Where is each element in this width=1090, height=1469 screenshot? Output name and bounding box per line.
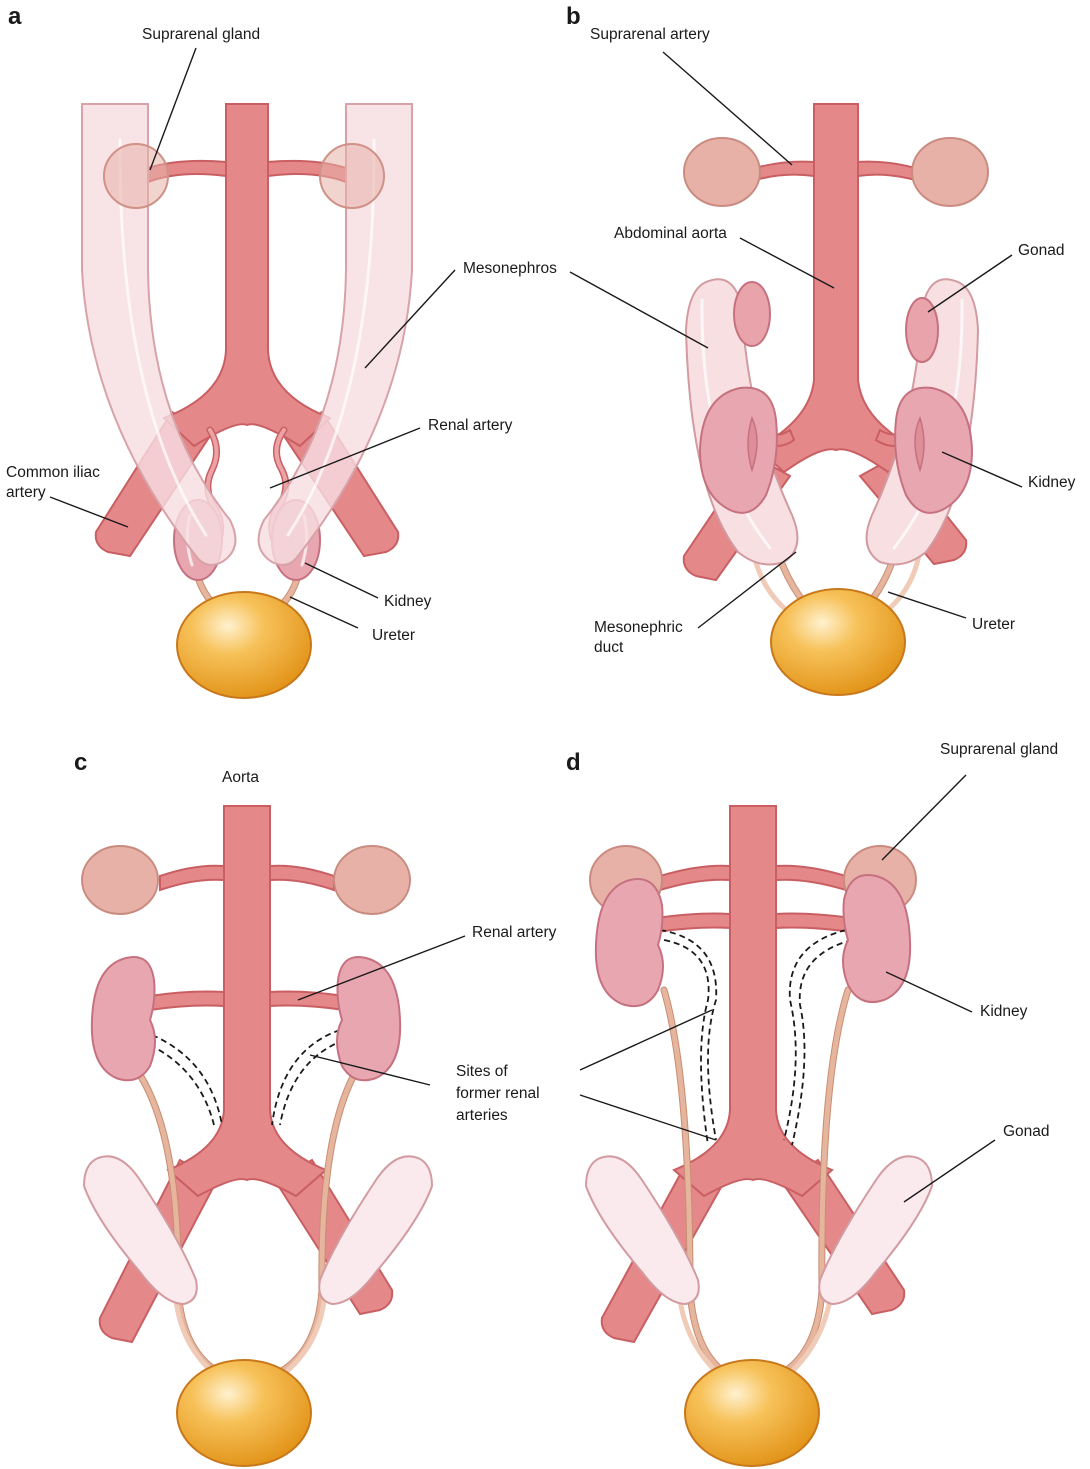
label-sites-line1: Sites of <box>456 1063 508 1080</box>
suprarenal-artery-right-b <box>858 162 915 180</box>
kidney-right-b <box>895 388 972 513</box>
label-common-iliac-line1: Common iliac <box>6 464 100 481</box>
label-kidney-b: Kidney <box>1028 474 1076 491</box>
label-suprarenal-gland-a: Suprarenal gland <box>142 26 260 43</box>
label-sites-line3: arteries <box>456 1107 508 1124</box>
label-renal-artery-a: Renal artery <box>428 417 513 434</box>
label-gonad-b: Gonad <box>1018 242 1065 259</box>
leader-kidney-d <box>886 972 972 1012</box>
gonad-right-b <box>906 298 938 362</box>
panel-letter-b: b <box>566 3 581 30</box>
former-renal-artery-right-2 <box>280 1040 344 1125</box>
label-kidney-a: Kidney <box>384 593 432 610</box>
label-mesonephric-duct-line2: duct <box>594 639 624 656</box>
panel-letter-c: c <box>74 749 87 776</box>
gonad-left-b <box>734 282 770 346</box>
label-gonad-d: Gonad <box>1003 1123 1050 1140</box>
label-mesonephric-duct-line1: Mesonephric <box>594 619 683 636</box>
label-ureter-a: Ureter <box>372 627 415 644</box>
renal-artery-left-d <box>656 914 730 933</box>
renal-artery-right-c <box>270 992 344 1011</box>
suprarenal-gland-left <box>104 144 168 208</box>
suprarenal-artery-left-c <box>160 866 224 890</box>
panel-letter-a: a <box>8 3 22 30</box>
panel-a: a <box>6 3 557 698</box>
leader-mesonephros-b <box>570 272 708 348</box>
bladder <box>177 592 311 698</box>
panel-b: b <box>566 3 1076 695</box>
kidney-right-d <box>843 875 910 1002</box>
former-renal-artery-left-1 <box>152 1035 222 1125</box>
leader-suprarenal-gland-d <box>882 775 966 860</box>
panel-letter-d: d <box>566 749 581 776</box>
leader-kidney-a <box>305 563 378 598</box>
panel-c: c <box>74 749 557 1466</box>
suprarenal-gland-right-c <box>334 846 410 914</box>
former-renal-artery-left-d1 <box>660 930 716 1140</box>
former-renal-artery-right-1 <box>272 1030 340 1125</box>
suprarenal-gland-left-b <box>684 138 760 206</box>
suprarenal-artery-right-c <box>270 866 334 890</box>
label-renal-artery-c: Renal artery <box>472 924 557 941</box>
label-sites-line2: former renal <box>456 1085 540 1102</box>
suprarenal-gland-right <box>320 144 384 208</box>
kidney-left-b <box>700 388 777 513</box>
label-common-iliac-line2: artery <box>6 484 46 501</box>
leader-sites-d-2 <box>580 1095 716 1140</box>
label-mesonephros-a: Mesonephros <box>463 260 557 277</box>
leader-sites-d-1 <box>580 1010 712 1070</box>
bladder-d <box>685 1360 819 1466</box>
bladder-b <box>771 589 905 695</box>
suprarenal-gland-left-c <box>82 846 158 914</box>
panel-d: d <box>566 741 1058 1466</box>
renal-artery-left-c <box>150 992 224 1011</box>
abdominal-aorta <box>164 104 330 446</box>
leader-ureter-b <box>888 592 966 618</box>
kidney-left-c <box>92 957 155 1080</box>
aorta-d <box>674 806 832 1196</box>
leader-suprarenal-gland-a <box>150 48 196 170</box>
suprarenal-artery-left-d <box>660 866 730 890</box>
label-abdominal-aorta-b: Abdominal aorta <box>614 225 727 242</box>
bladder-c <box>177 1360 311 1466</box>
label-suprarenal-gland-d: Suprarenal gland <box>940 741 1058 758</box>
suprarenal-artery-left-b <box>755 162 814 180</box>
kidney-right-c <box>337 957 400 1080</box>
kidney-left-d <box>596 879 663 1006</box>
label-kidney-d: Kidney <box>980 1003 1028 1020</box>
label-aorta-c: Aorta <box>222 769 259 786</box>
suprarenal-artery-right-d <box>776 866 846 890</box>
renal-artery-right-d <box>776 914 852 933</box>
label-ureter-b: Ureter <box>972 616 1015 633</box>
label-suprarenal-artery-b: Suprarenal artery <box>590 26 710 43</box>
suprarenal-gland-right-b <box>912 138 988 206</box>
abdominal-aorta-b <box>757 104 915 472</box>
